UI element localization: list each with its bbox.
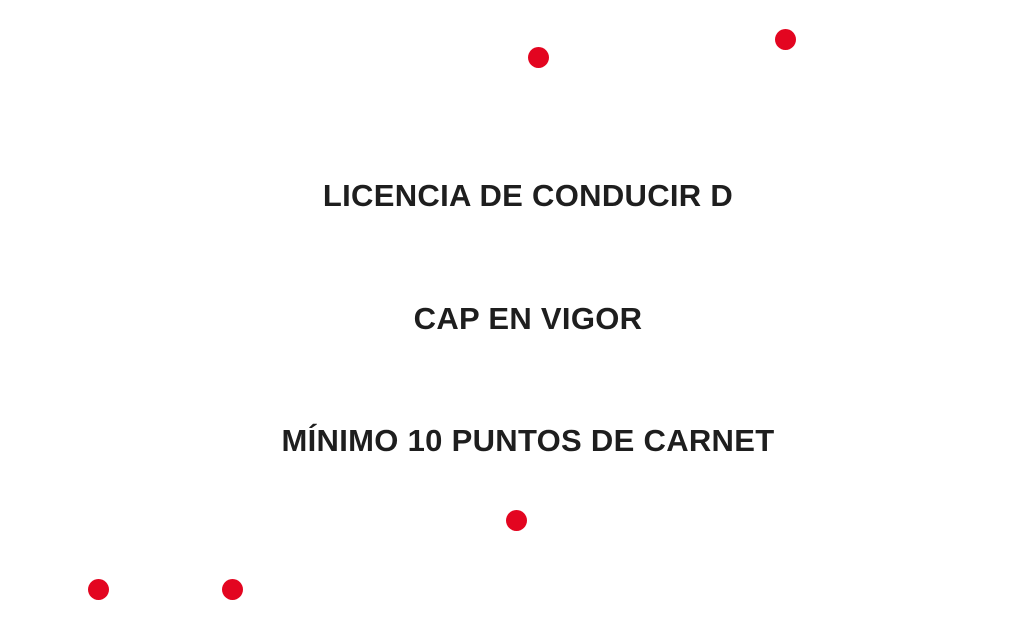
decorative-dot bbox=[506, 510, 527, 531]
decorative-dot bbox=[775, 29, 796, 50]
decorative-dot bbox=[88, 579, 109, 600]
requirement-cap: CAP EN VIGOR bbox=[413, 301, 643, 336]
decorative-dot bbox=[222, 579, 243, 600]
requirement-license: LICENCIA DE CONDUCIR D bbox=[322, 178, 734, 213]
decorative-dot bbox=[528, 47, 549, 68]
requirement-points: MÍNIMO 10 PUNTOS DE CARNET bbox=[281, 423, 775, 458]
